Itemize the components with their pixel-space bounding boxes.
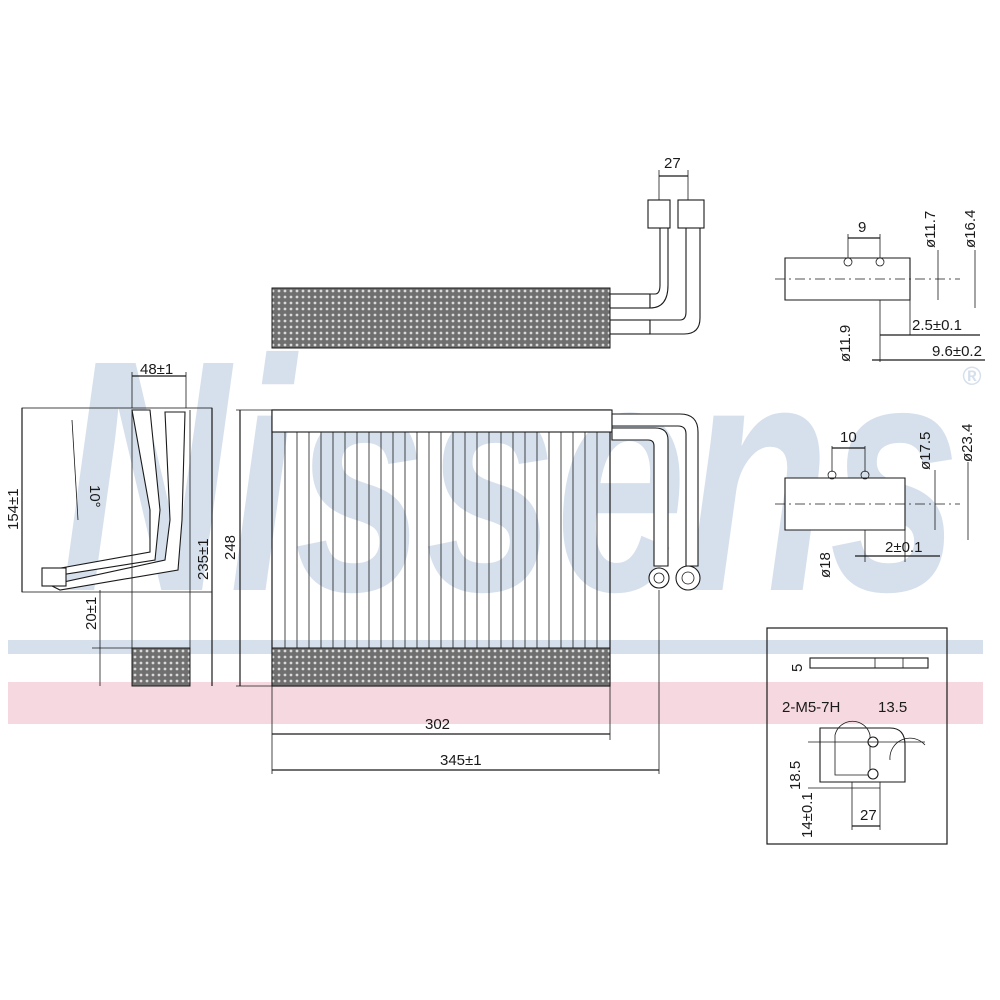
small-t2-label: 9.6±0.2	[932, 343, 982, 360]
flange-h-label: 14±0.1	[799, 792, 816, 838]
side-total-height-label: 235±1	[195, 538, 212, 580]
side-height-label: 154±1	[5, 488, 22, 530]
large-length-label: 10	[840, 429, 857, 446]
overall-width-label: 345±1	[440, 752, 482, 769]
nissens-watermark: Nissens ®	[8, 291, 983, 724]
core-width-label: 302	[425, 716, 450, 733]
side-view: 48±1 154±1 235±1 20±1 10°	[5, 361, 213, 687]
small-pipe-detail: 9 ø11.7 ø16.4 ø11.9 2.5±0.1 9.6±0.2	[775, 210, 985, 362]
flange-detail-frame	[766, 627, 948, 845]
flange-thickness-label: 5	[789, 664, 806, 672]
flange-spacing-label: 27	[860, 807, 877, 824]
large-pipe-detail: 10 ø17.5 ø23.4 ø18 2±0.1	[775, 424, 976, 578]
flange-detail: 5 2-M5-7H 13.5 18.5 14±0.1 27	[766, 627, 948, 845]
front-view: 248 302 345±1	[222, 409, 701, 774]
small-d3-label: ø11.9	[837, 325, 854, 362]
top-pipe-spacing-label: 27	[664, 155, 681, 172]
large-d2-label: ø23.4	[959, 424, 976, 462]
top-view-core	[271, 287, 611, 349]
front-height-label: 248	[222, 535, 239, 560]
flange-d1-label: 13.5	[878, 699, 907, 716]
small-t1-label: 2.5±0.1	[912, 317, 962, 334]
top-view: 27	[271, 155, 705, 349]
small-length-label: 9	[858, 219, 866, 236]
small-d2-label: ø16.4	[962, 210, 979, 248]
flange-thread-label: 2-M5-7H	[782, 699, 840, 716]
large-d3-label: ø18	[817, 552, 834, 578]
side-angle-label: 10°	[86, 485, 103, 508]
side-width-label: 48±1	[140, 361, 173, 378]
registered-mark: ®	[962, 361, 982, 391]
large-d1-label: ø17.5	[917, 432, 934, 470]
watermark-text: Nissens	[60, 291, 960, 660]
flange-d2-label: 18.5	[787, 761, 804, 790]
side-offset-label: 20±1	[83, 597, 100, 630]
small-d1-label: ø11.7	[922, 211, 939, 248]
large-t1-label: 2±0.1	[885, 539, 922, 556]
